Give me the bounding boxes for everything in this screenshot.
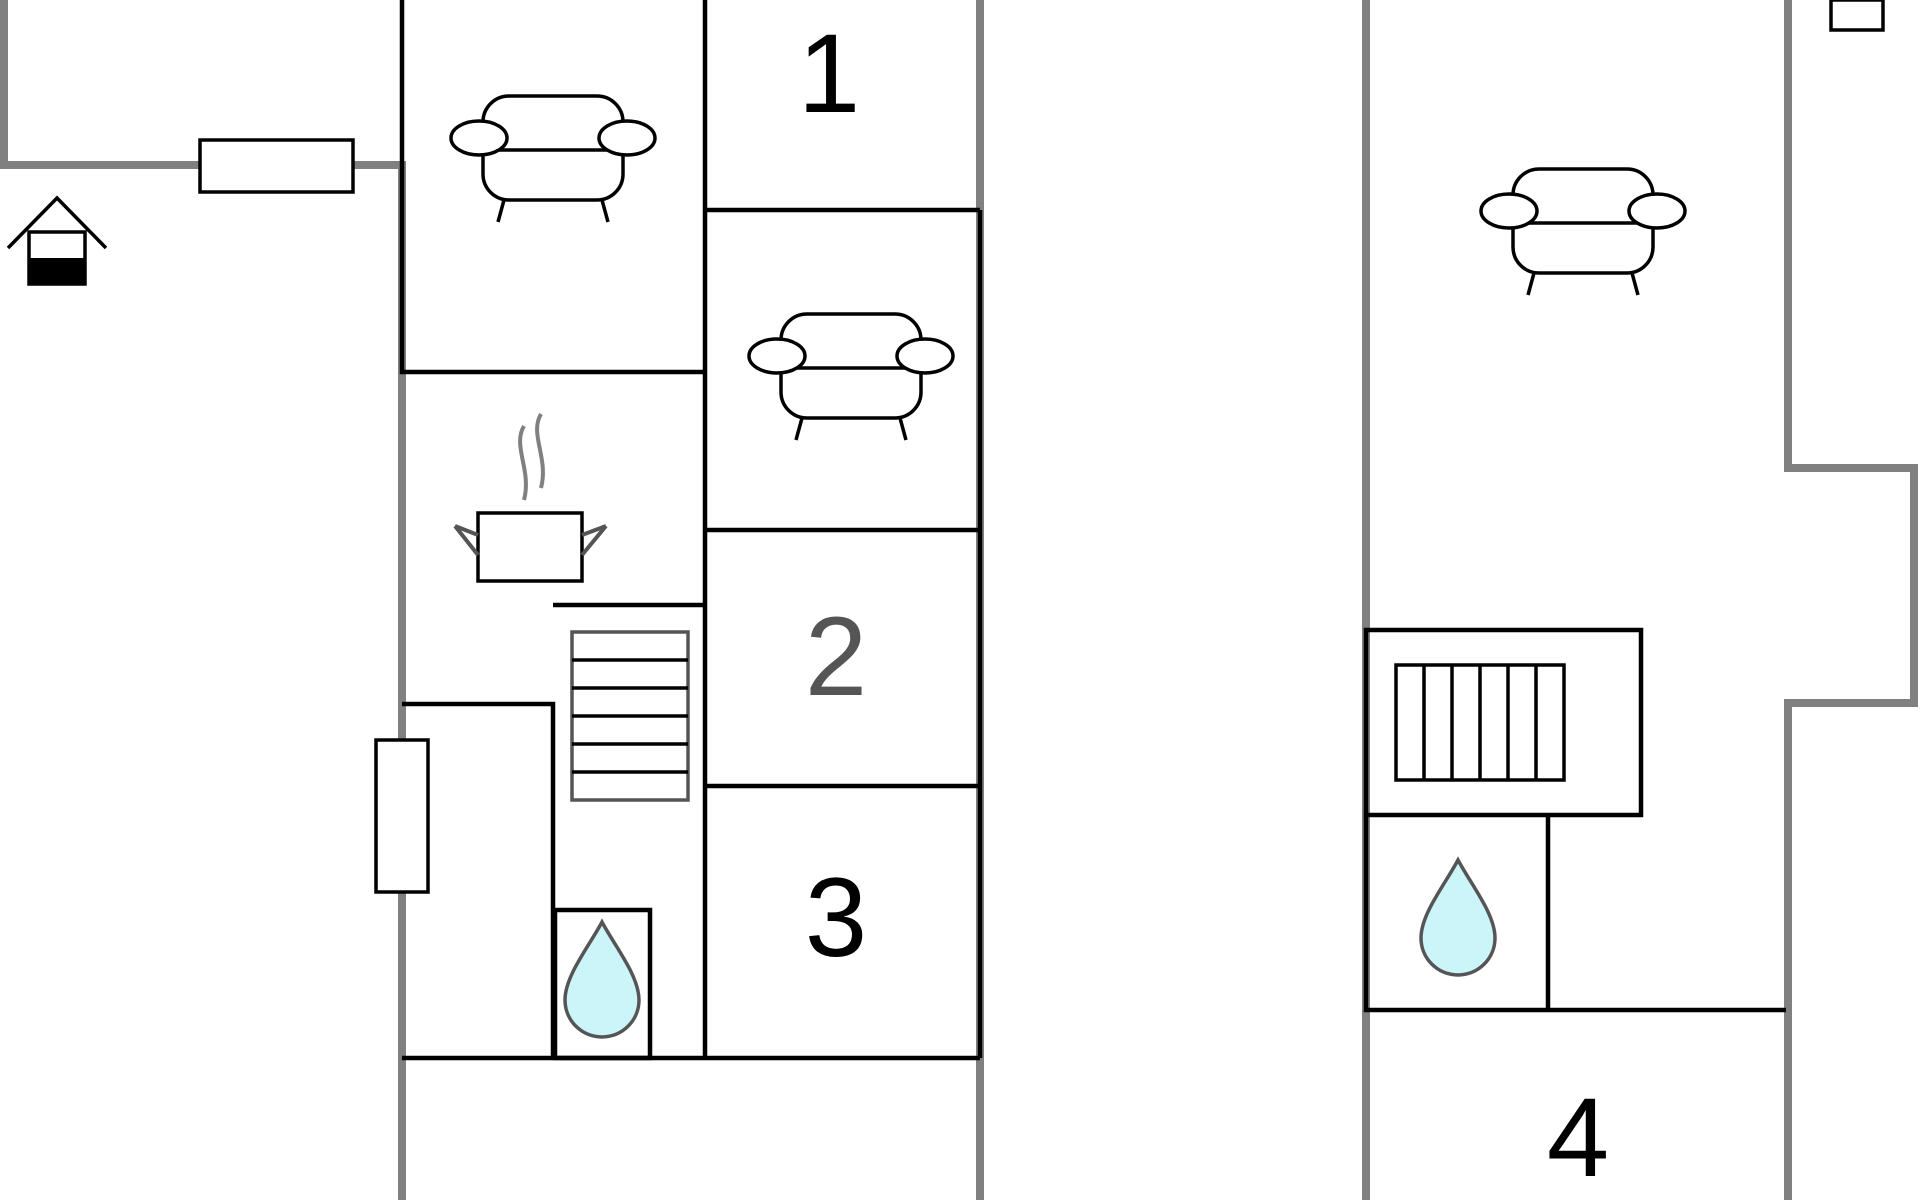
room-number-4: 4	[1547, 1075, 1609, 1200]
left-building-inner-walls	[399, 0, 983, 1061]
bathroom-water-drop-icon	[563, 920, 641, 1039]
sofa-icon	[747, 312, 955, 442]
room-number-2: 2	[805, 594, 867, 719]
entrance-icon	[6, 195, 108, 286]
room-number-3: 3	[805, 855, 867, 980]
window-top-left	[198, 138, 355, 194]
room-number-1: 1	[798, 11, 860, 136]
sofa-icon	[449, 94, 657, 224]
stairs-icon	[1394, 663, 1566, 782]
sofa-icon	[1479, 167, 1687, 297]
windows	[198, 0, 1885, 894]
window-left-side	[374, 738, 430, 894]
right-building-inner-walls	[1363, 627, 1786, 1013]
stairs-icon	[570, 630, 690, 802]
bathroom-water-drop-icon	[1419, 858, 1497, 977]
window-top-right	[1829, 0, 1885, 32]
kitchen-pot-icon	[453, 412, 608, 583]
